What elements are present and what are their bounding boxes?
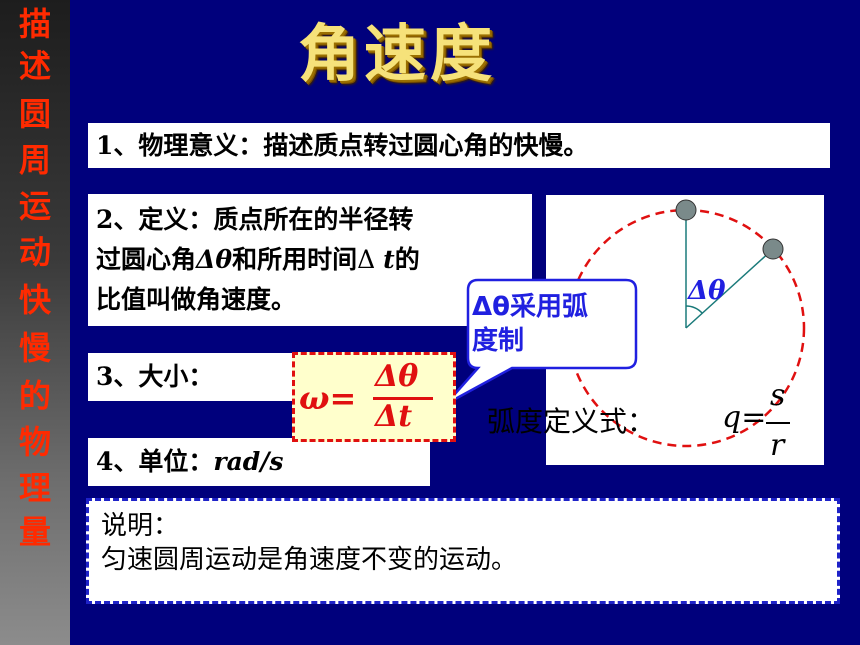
formula-lhs: ω= — [299, 379, 357, 417]
delta-symbol: Δ — [357, 245, 384, 274]
angle-label: Δθ — [686, 276, 726, 306]
sidebar-char: 的 — [18, 377, 51, 415]
angular-velocity-formula: ω= Δθ Δt — [292, 352, 456, 442]
sidebar-char: 周 — [18, 141, 51, 179]
definition-line-3: 比值叫做角速度。 — [96, 285, 297, 314]
definition-line-2: 过圆心角Δθ和所用时间Δ t的 — [96, 240, 532, 280]
sidebar-char: 理 — [18, 469, 51, 507]
formula-numerator: Δθ — [375, 359, 419, 394]
note-box: 说明： 匀速圆周运动是角速度不变的运动。 — [86, 498, 840, 604]
callout-bubble — [445, 278, 638, 406]
delta-theta-symbol: Δθ — [196, 245, 233, 274]
formula-denominator: Δt — [375, 399, 413, 434]
radian-fraction-bar — [766, 422, 790, 424]
particle-end — [762, 238, 784, 260]
magnitude-box: 3、大小： — [88, 353, 294, 401]
unit-value: rad/s — [213, 447, 284, 476]
sidebar-char: 慢 — [18, 329, 51, 367]
sidebar-char: 运 — [18, 187, 51, 225]
particle-start — [675, 199, 697, 221]
definition-text: 的 — [394, 245, 420, 274]
definition-text: 和所用时间 — [232, 245, 358, 274]
sidebar-char: 量 — [18, 513, 51, 551]
radian-definition-numerator: s — [770, 378, 786, 413]
meaning-box: 1、物理意义：描述质点转过圆心角的快慢。 — [88, 123, 830, 168]
radian-definition-denominator: r — [770, 428, 785, 463]
meaning-text: 1、物理意义：描述质点转过圆心角的快慢。 — [96, 131, 589, 160]
fraction-bar — [373, 397, 433, 400]
unit-label: 4、单位： — [96, 447, 214, 476]
sidebar-char: 述 — [18, 47, 51, 85]
sidebar-char: 物 — [18, 423, 51, 461]
sidebar-char: 描 — [18, 5, 51, 43]
radius-line-rotated — [685, 249, 773, 329]
definition-text: 过圆心角 — [96, 245, 197, 274]
sidebar: 描 述 圆 周 运 动 快 慢 的 物 理 量 — [0, 0, 70, 645]
angle-arc — [685, 305, 703, 314]
radian-definition-label: 弧度定义式： — [487, 405, 656, 438]
note-heading: 说明： — [101, 511, 180, 541]
radian-definition-lhs: q= — [722, 400, 767, 435]
sidebar-char: 圆 — [18, 95, 51, 133]
note-text: 匀速圆周运动是角速度不变的运动。 — [101, 545, 518, 575]
unit-box: 4、单位：rad/s — [88, 438, 430, 486]
definition-line-1: 2、定义：质点所在的半径转 — [96, 205, 414, 234]
slide-title: 角速度 — [298, 17, 497, 90]
magnitude-label: 3、大小： — [96, 362, 214, 391]
callout-line-2: 度制 — [472, 326, 525, 356]
sidebar-char: 动 — [18, 233, 51, 271]
definition-box: 2、定义：质点所在的半径转 过圆心角Δθ和所用时间Δ t的 比值叫做角速度。 — [88, 194, 532, 326]
t-symbol: t — [383, 245, 395, 274]
callout-text: Δθ采用弧 度制 — [472, 290, 622, 358]
sidebar-char: 快 — [18, 281, 51, 319]
callout-line-1: Δθ采用弧 — [472, 292, 588, 322]
